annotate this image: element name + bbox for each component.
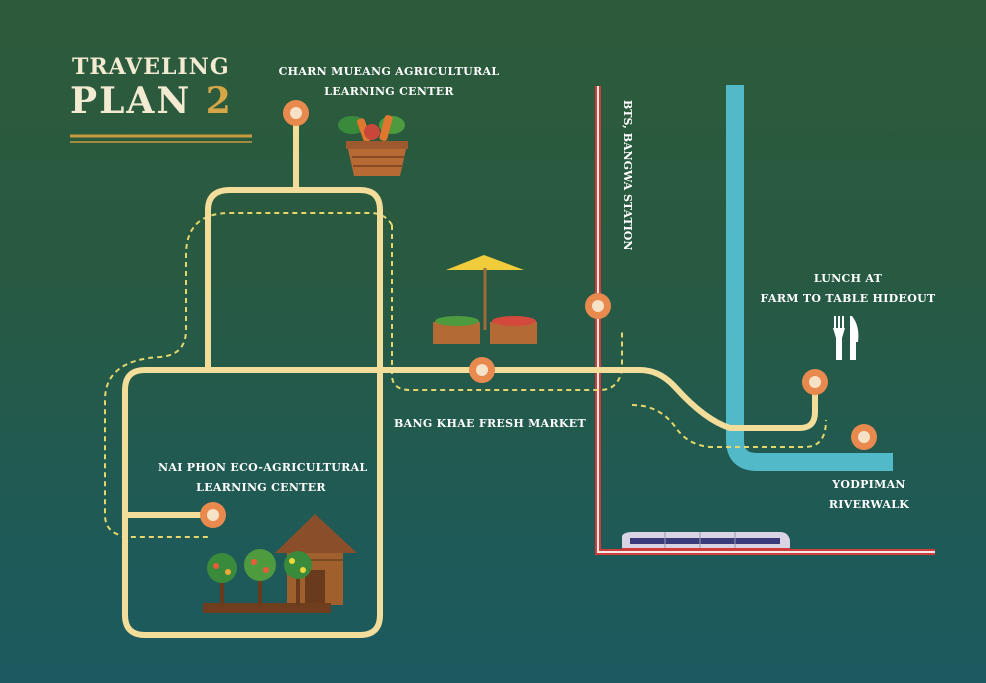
- title-line1: TRAVELING: [72, 54, 230, 80]
- stop-label-line: CHARN MUEANG AGRICULTURAL: [278, 65, 500, 78]
- tree-icon: [207, 553, 237, 605]
- vegetable-basket-icon: [338, 115, 408, 176]
- stop-marker-nai-phon[interactable]: [200, 502, 226, 528]
- stop-label-line: LUNCH AT: [813, 272, 883, 285]
- stop-label-bts: BTS, BANGWA STATION: [621, 100, 634, 251]
- stop-label-line: LEARNING CENTER: [324, 85, 454, 98]
- stop-marker-bang-khae[interactable]: [469, 357, 495, 383]
- stop-marker-bts[interactable]: [585, 293, 611, 319]
- stop-label-line: FARM TO TABLE HIDEOUT: [760, 292, 936, 305]
- bts-rail-line: [595, 86, 935, 555]
- stop-label-charn-mueang: CHARN MUEANG AGRICULTURAL LEARNING CENTE…: [276, 62, 502, 102]
- river: [726, 85, 893, 471]
- title-underline: [70, 134, 252, 143]
- fork-knife-icon: [833, 316, 859, 360]
- tree-icon: [244, 549, 276, 605]
- stop-label-bang-khae: BANG KHAE FRESH MARKET: [394, 417, 586, 430]
- stop-marker-yodpiman[interactable]: [851, 424, 877, 450]
- tree-icon: [284, 551, 312, 605]
- stop-label-line: RIVERWALK: [828, 498, 910, 511]
- market-stall-icon: [433, 255, 537, 344]
- stop-label-line: NAI PHON ECO-AGRICULTURAL: [158, 461, 368, 474]
- title-line2: PLAN 2: [70, 80, 233, 122]
- stop-label-line: YODPIMAN: [832, 478, 906, 491]
- title-word: PLAN: [70, 80, 192, 122]
- title-number: 2: [205, 80, 233, 122]
- dashed-route: [104, 212, 827, 538]
- stop-marker-charn-mueang[interactable]: [283, 100, 309, 126]
- stop-label-yodpiman: YODPIMAN RIVERWALK: [822, 475, 916, 515]
- stop-label-nai-phon: NAI PHON ECO-AGRICULTURAL LEARNING CENTE…: [158, 458, 368, 498]
- farm-house-icon: [203, 514, 357, 613]
- stop-label-line: LEARNING CENTER: [196, 481, 326, 494]
- train-icon: [622, 532, 790, 551]
- stop-marker-lunch[interactable]: [802, 369, 828, 395]
- stop-label-lunch: LUNCH AT FARM TO TABLE HIDEOUT: [760, 269, 936, 309]
